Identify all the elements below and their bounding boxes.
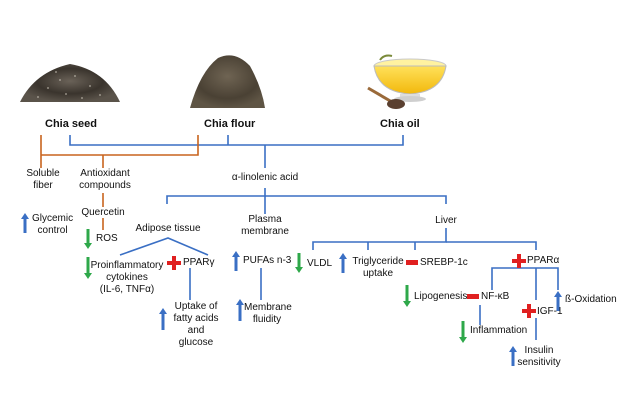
beta-oxidation-label: ß-Oxidation [565, 294, 617, 305]
chia-seed-image [20, 64, 120, 102]
chia-flour-label: Chia flour [204, 118, 256, 130]
ppar-gamma-label: PPARγ [183, 257, 215, 268]
ros-label: ROS [96, 233, 118, 244]
nfkb-label: NF-κB [481, 291, 510, 302]
vldl-down-arrow-icon [295, 253, 303, 273]
igf-label: IGF-1 [537, 306, 563, 317]
ppar-gamma-activate-icon [167, 256, 181, 270]
quercetin-label: Quercetin [81, 207, 125, 218]
lipogenesis-label: Lipogenesis [414, 291, 468, 302]
chia-seed-label: Chia seed [45, 118, 97, 130]
chia-oil-label: Chia oil [380, 118, 420, 130]
ala-label: α-linolenic acid [231, 172, 299, 183]
triglyceride-up-arrow-icon [339, 253, 347, 273]
glycemic-up-arrow-icon [21, 213, 29, 233]
inflammation-label: Inflammation [470, 325, 528, 336]
fluidity-up-arrow-icon [236, 299, 244, 321]
chia-flour-image [190, 55, 265, 108]
pufas-label: PUFAs n-3 [243, 255, 292, 266]
insulin-up-arrow-icon [509, 346, 517, 366]
nfkb-inhibit-icon [467, 294, 479, 299]
vldl-label: VLDL [307, 258, 333, 269]
pufas-up-arrow-icon [232, 251, 240, 271]
adipose-tissue-label: Adipose tissue [135, 223, 201, 234]
ppar-alpha-label: PPARα [527, 255, 560, 266]
igf-activate-icon [522, 304, 536, 318]
lipogenesis-down-arrow-icon [403, 285, 411, 307]
srebp-inhibit-icon [406, 260, 418, 265]
srebp-label: SREBP-1c [420, 257, 468, 268]
cytokines-down-arrow-icon [84, 257, 92, 279]
liver-label: Liver [435, 215, 457, 226]
ppar-alpha-activate-icon [512, 254, 526, 268]
uptake-up-arrow-icon [159, 308, 167, 330]
inflammation-down-arrow-icon [459, 321, 467, 343]
beta-oxidation-up-arrow-icon [554, 291, 562, 311]
ros-down-arrow-icon [84, 229, 92, 249]
chia-oil-image [367, 54, 447, 109]
